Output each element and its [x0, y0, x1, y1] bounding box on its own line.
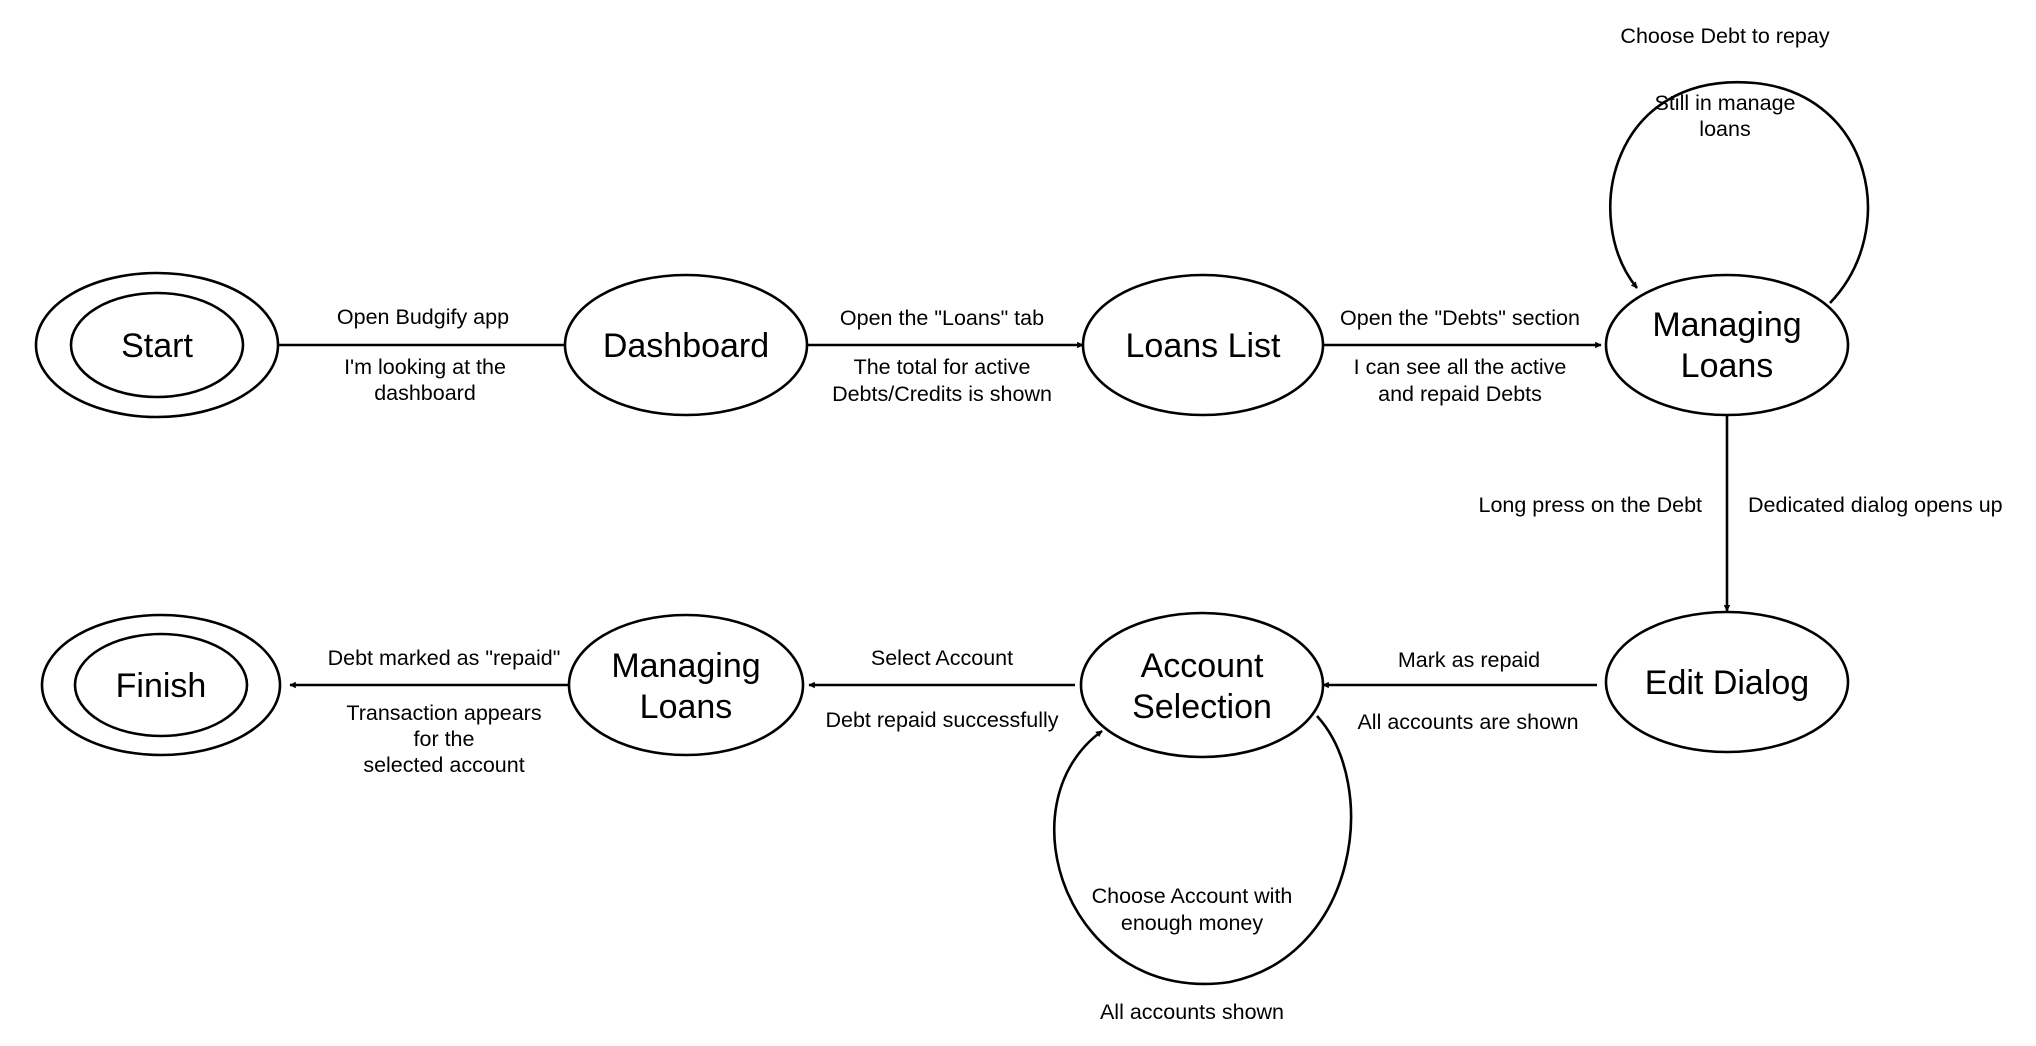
node-account-selection-label: Account: [1141, 647, 1264, 685]
node-managing-loans-bottom-label: Loans: [640, 688, 733, 726]
edge-label-result: I can see all the active: [1354, 355, 1567, 379]
node-start: Start: [34, 271, 280, 419]
edge-label-result: dashboard: [374, 381, 476, 405]
node-loans-list: Loans List: [1081, 273, 1325, 417]
edge-label-action: Open Budgify app: [337, 305, 509, 329]
node-managing-loans-top-label: Managing: [1652, 306, 1801, 344]
edge-label-action: Open the "Loans" tab: [840, 306, 1044, 330]
edge-label-result: for the: [414, 727, 475, 751]
edge-label-action: Choose Account with: [1092, 884, 1293, 908]
edge-label-action: Select Account: [871, 646, 1013, 670]
node-loans-list-label: Loans List: [1126, 327, 1282, 365]
edge-label-action: enough money: [1121, 911, 1263, 935]
edge-account-selection-self-loop: [1053, 715, 1353, 986]
edge-label-result: Dedicated dialog opens up: [1748, 493, 2003, 517]
edge-label-action: Mark as repaid: [1398, 648, 1540, 672]
edge-label-result: All accounts are shown: [1357, 710, 1578, 734]
edge-label-action: Open the "Debts" section: [1340, 306, 1580, 330]
edge-label-action: Choose Debt to repay: [1620, 24, 1829, 48]
node-edit-dialog-label: Edit Dialog: [1645, 664, 1809, 702]
edge-label-result: Still in manage: [1654, 91, 1795, 115]
edge-managing-loans-self-loop: [1609, 80, 1870, 304]
edge-label-action: Debt marked as "repaid": [328, 646, 561, 670]
edge-label-result: The total for active: [854, 355, 1031, 379]
node-account-selection: Account Selection: [1079, 611, 1325, 759]
edge-label-result: loans: [1699, 117, 1750, 141]
node-account-selection-label: Selection: [1132, 688, 1272, 726]
node-start-label: Start: [121, 327, 193, 365]
edge-label-action: Long press on the Debt: [1478, 493, 1702, 517]
node-managing-loans-bottom-label: Managing: [611, 647, 760, 685]
edge-label-result: All accounts shown: [1100, 1000, 1284, 1024]
node-finish-label: Finish: [116, 667, 207, 705]
edge-label-result: and repaid Debts: [1378, 382, 1542, 406]
node-edit-dialog: Edit Dialog: [1604, 610, 1850, 754]
node-managing-loans-top: Managing Loans: [1604, 273, 1850, 417]
edge-label-result: Debt repaid successfully: [825, 708, 1058, 732]
edge-label-result: I'm looking at the: [344, 355, 506, 379]
node-dashboard: Dashboard: [563, 273, 809, 417]
node-finish: Finish: [40, 613, 282, 757]
node-managing-loans-bottom: Managing Loans: [567, 613, 805, 757]
edge-label-result: Debts/Credits is shown: [832, 382, 1052, 406]
edge-label-result: Transaction appears: [346, 701, 541, 725]
edge-label-result: selected account: [363, 753, 524, 777]
node-dashboard-label: Dashboard: [603, 327, 769, 365]
node-managing-loans-top-label: Loans: [1681, 347, 1774, 385]
